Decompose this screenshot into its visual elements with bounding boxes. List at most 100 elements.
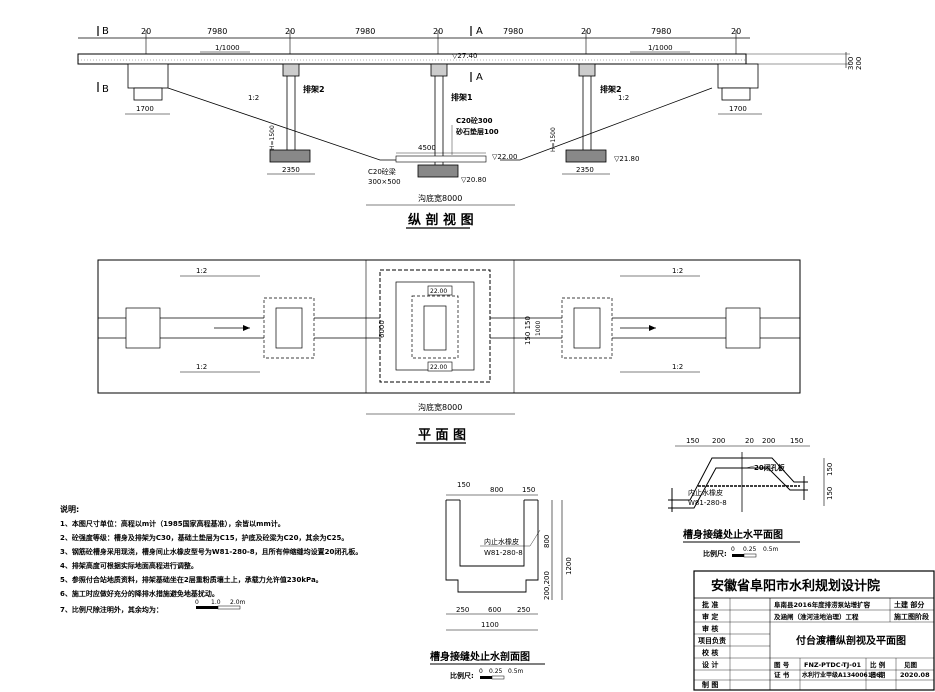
span-dim: 20 — [433, 27, 443, 36]
date-label: 日 期 — [870, 670, 886, 679]
plan-title: 平 面 图 — [418, 428, 466, 443]
pier-left-label: 排架2 — [303, 84, 325, 94]
joint-height-total: 1200 — [565, 557, 573, 575]
abutment-left-dim: 1700 — [136, 105, 154, 113]
deck-thickness: 200 — [855, 57, 863, 70]
notes-scale-tick: 2.0m — [230, 599, 246, 606]
span-dim: 7980 — [207, 27, 227, 36]
note-c20: C20砼300 — [456, 116, 493, 125]
span-dim: 7980 — [355, 27, 375, 36]
date-value: 2020.08 — [900, 671, 930, 679]
plan-width-dim: 6000 — [378, 320, 386, 338]
span-dim: 20 — [141, 27, 151, 36]
joint-top-dim: 150 — [457, 481, 470, 489]
footing-right-dim: 2350 — [576, 166, 594, 174]
joint-section-title: 槽身接缝处止水剖面图 — [430, 650, 530, 663]
note-item: 2、砼强度等级：槽身及排架为C30，基础土垫层为C15，护底及砼梁为C20，其余… — [60, 533, 348, 542]
longitudinal-section: 20 7980 20 7980 20 7980 20 7980 20 B B A… — [77, 26, 863, 229]
joint-plan-dim: 150 — [686, 437, 699, 445]
joint-base-dims: 200,200 — [543, 571, 551, 600]
note-item: 7、比例尺除注明外，其余均为： — [60, 605, 163, 614]
slope-right: 1/1000 — [648, 44, 673, 52]
elevation-deck: ▽27.40 — [452, 52, 477, 60]
notes-scale-tick: 1.0 — [211, 599, 221, 606]
institute-name: 安徽省阜阳市水利规划设计院 — [711, 578, 880, 594]
plan-channel-width: 沟底宽8000 — [418, 402, 462, 412]
plan-slope: 1:2 — [672, 267, 683, 275]
notes-heading: 说明: — [60, 504, 79, 514]
elevation-right-footing: ▽21.80 — [614, 155, 639, 163]
joint-plan-board-label: 20闭孔板 — [754, 463, 786, 472]
row-label: 项目负责 — [698, 636, 726, 645]
project-line-2: 及涵闸（淮河洼地治理）工程 — [774, 612, 859, 621]
joint-plan-scale-tick: 0.5m — [763, 546, 779, 553]
note-item: 4、排架高度可根据实际地面高程进行调整。 — [60, 561, 198, 570]
note-gravel: 砂石垫层100 — [456, 127, 499, 136]
joint-bottom-dim: 250 — [517, 606, 530, 614]
row-label: 审 核 — [702, 624, 718, 633]
row-label: 制 图 — [702, 680, 718, 689]
bank-slope-left: 1:2 — [248, 94, 259, 102]
title-block: 安徽省阜阳市水利规划设计院 批 准 审 定 审 核 项目负责 校 核 设 计 制… — [693, 570, 935, 691]
joint-plan-detail: 150 200 20 200 150 20闭孔板 内止水橡皮 W81-280-8… — [668, 437, 834, 558]
slope-left: 1/1000 — [215, 44, 240, 52]
span-dim: 7980 — [651, 27, 671, 36]
notes-scale-tick: 0 — [195, 599, 199, 606]
notes-block: 说明: 1、本图尺寸单位：高程以m计（1985国家高程基准），余皆以mm计。 2… — [60, 504, 362, 614]
joint-plan-scale-tick: 0.25 — [743, 546, 757, 553]
pier-mid-label: 排架1 — [451, 92, 473, 102]
joint-section-detail: 150 800 150 内止水橡皮 W81-280-8 800 1200 200… — [430, 481, 573, 680]
joint-bottom-dim: 600 — [488, 606, 501, 614]
beam-note-1: C20砼梁 — [368, 167, 396, 176]
stage-line-1: 土建 部分 — [894, 600, 924, 609]
span-dim: 20 — [285, 27, 295, 36]
section-mark-b: B — [102, 84, 109, 95]
drawing-title: 付台渡槽纵剖视及平面图 — [796, 634, 906, 647]
pier-height-left: H=1500 — [269, 125, 276, 150]
pier-right-label: 排架2 — [600, 84, 622, 94]
elevation-channel: ▽22.00 — [492, 153, 517, 161]
elevation-bottom: ▽20.80 — [461, 176, 486, 184]
joint-scale-label: 比例尺: — [450, 671, 474, 680]
plan-tag-bottom: 22.00 — [430, 364, 447, 371]
joint-plan-title: 槽身接缝处止水平面图 — [683, 528, 783, 541]
channel-width: 沟底宽8000 — [418, 193, 462, 203]
joint-plan-dim: 200 — [762, 437, 775, 445]
scale-value: 见图 — [904, 660, 918, 669]
plan-slope: 1:2 — [672, 363, 683, 371]
joint-plan-waterstop-1: 内止水橡皮 — [688, 488, 723, 497]
abutment-right-dim: 1700 — [729, 105, 747, 113]
joint-total-width: 1100 — [481, 621, 499, 629]
note-item: 1、本图尺寸单位：高程以m计（1985国家高程基准），余皆以mm计。 — [60, 519, 285, 528]
joint-plan-dim: 200 — [712, 437, 725, 445]
span-dim: 20 — [731, 27, 741, 36]
note-item: 3、钢筋砼槽身采用现浇，槽身间止水橡皮型号为W81-280-8，且所有伸缩缝均设… — [60, 547, 362, 556]
note-item: 6、施工时应做好充分的降排水措施避免地基扰动。 — [60, 589, 219, 598]
drawing-no-label: 图 号 — [774, 660, 790, 669]
joint-waterstop-2: W81-280-8 — [484, 549, 523, 557]
plan-view: 22.00 22.00 1:2 1:2 1:2 1:2 6000 150 150… — [97, 259, 801, 444]
section-mark-a: A — [476, 26, 483, 37]
joint-top-dim: 800 — [490, 486, 503, 494]
section-mark-b: B — [102, 26, 109, 37]
bank-slope-right: 1:2 — [618, 94, 629, 102]
section-mark-a: A — [476, 72, 483, 83]
row-label: 设 计 — [702, 660, 718, 669]
joint-top-dim: 150 — [522, 486, 535, 494]
joint-plan-dim: 20 — [745, 437, 754, 445]
joint-plan-right-dim: 150 — [826, 463, 834, 476]
section-title: 纵 剖 视 图 — [408, 212, 474, 228]
plan-trough-dim-2: 1000 — [535, 321, 542, 336]
beam-note-2: 300×500 — [368, 178, 401, 186]
joint-waterstop-1: 内止水橡皮 — [484, 537, 519, 546]
pier-height-right: H=1500 — [550, 127, 557, 152]
deck-side-dim: 300 — [847, 57, 855, 70]
note-item: 5、参照付合站地质资料，排架基础坐在2层重粉质壤土上，承载力允许值230kPa。 — [60, 575, 323, 584]
joint-scale-tick: 0 — [479, 668, 483, 675]
scale-label: 比 例 — [870, 660, 886, 669]
plan-slope: 1:2 — [196, 267, 207, 275]
plan-tag-top: 22.00 — [430, 288, 447, 295]
joint-plan-scale-label: 比例尺: — [703, 549, 727, 558]
plan-trough-dim: 150 150 — [524, 316, 532, 345]
